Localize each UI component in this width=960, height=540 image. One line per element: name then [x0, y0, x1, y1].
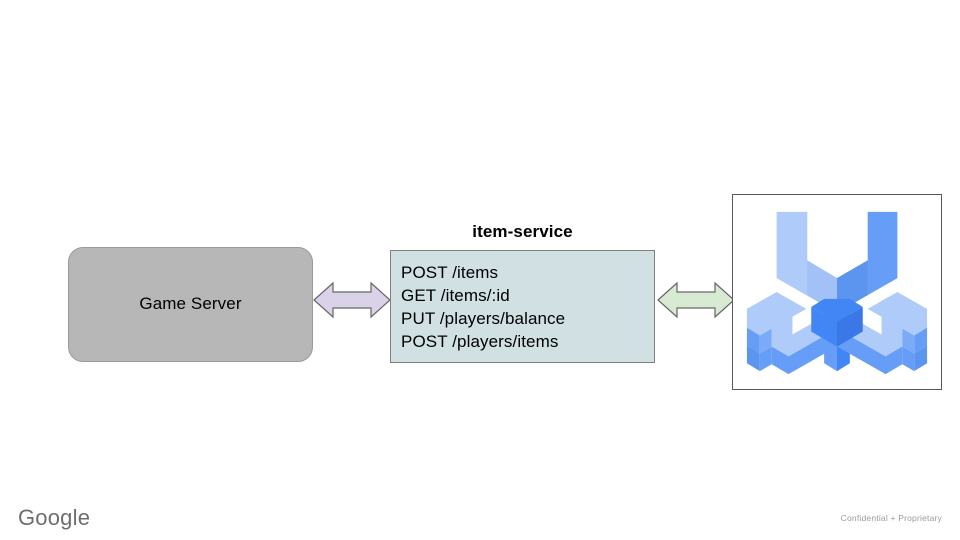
endpoint-item-0: POST /items	[401, 263, 499, 282]
endpoint-item-1: GET /items/:id	[401, 286, 510, 305]
node-game-server-label: Game Server	[139, 294, 242, 314]
google-logo: Google	[18, 505, 91, 530]
isometric-three-prong-wrench-icon	[746, 211, 928, 375]
confidentiality-note: Confidential + Proprietary	[840, 513, 942, 523]
node-item-service-title: item-service	[472, 222, 573, 241]
endpoint-item-2: PUT /players/balance	[401, 309, 566, 328]
node-item-service[interactable]: POST /items GET /items/:id PUT /players/…	[390, 250, 655, 363]
double-arrow-shape	[657, 281, 735, 319]
double-arrow-shape	[313, 281, 391, 319]
node-game-server[interactable]: Game Server	[68, 247, 313, 362]
endpoint-item-3: POST /players/items	[401, 332, 559, 351]
node-tool-icon-panel[interactable]	[732, 194, 942, 390]
connector-item-service-to-tool[interactable]	[657, 278, 735, 322]
connector-game-server-to-item-service[interactable]	[313, 278, 391, 322]
